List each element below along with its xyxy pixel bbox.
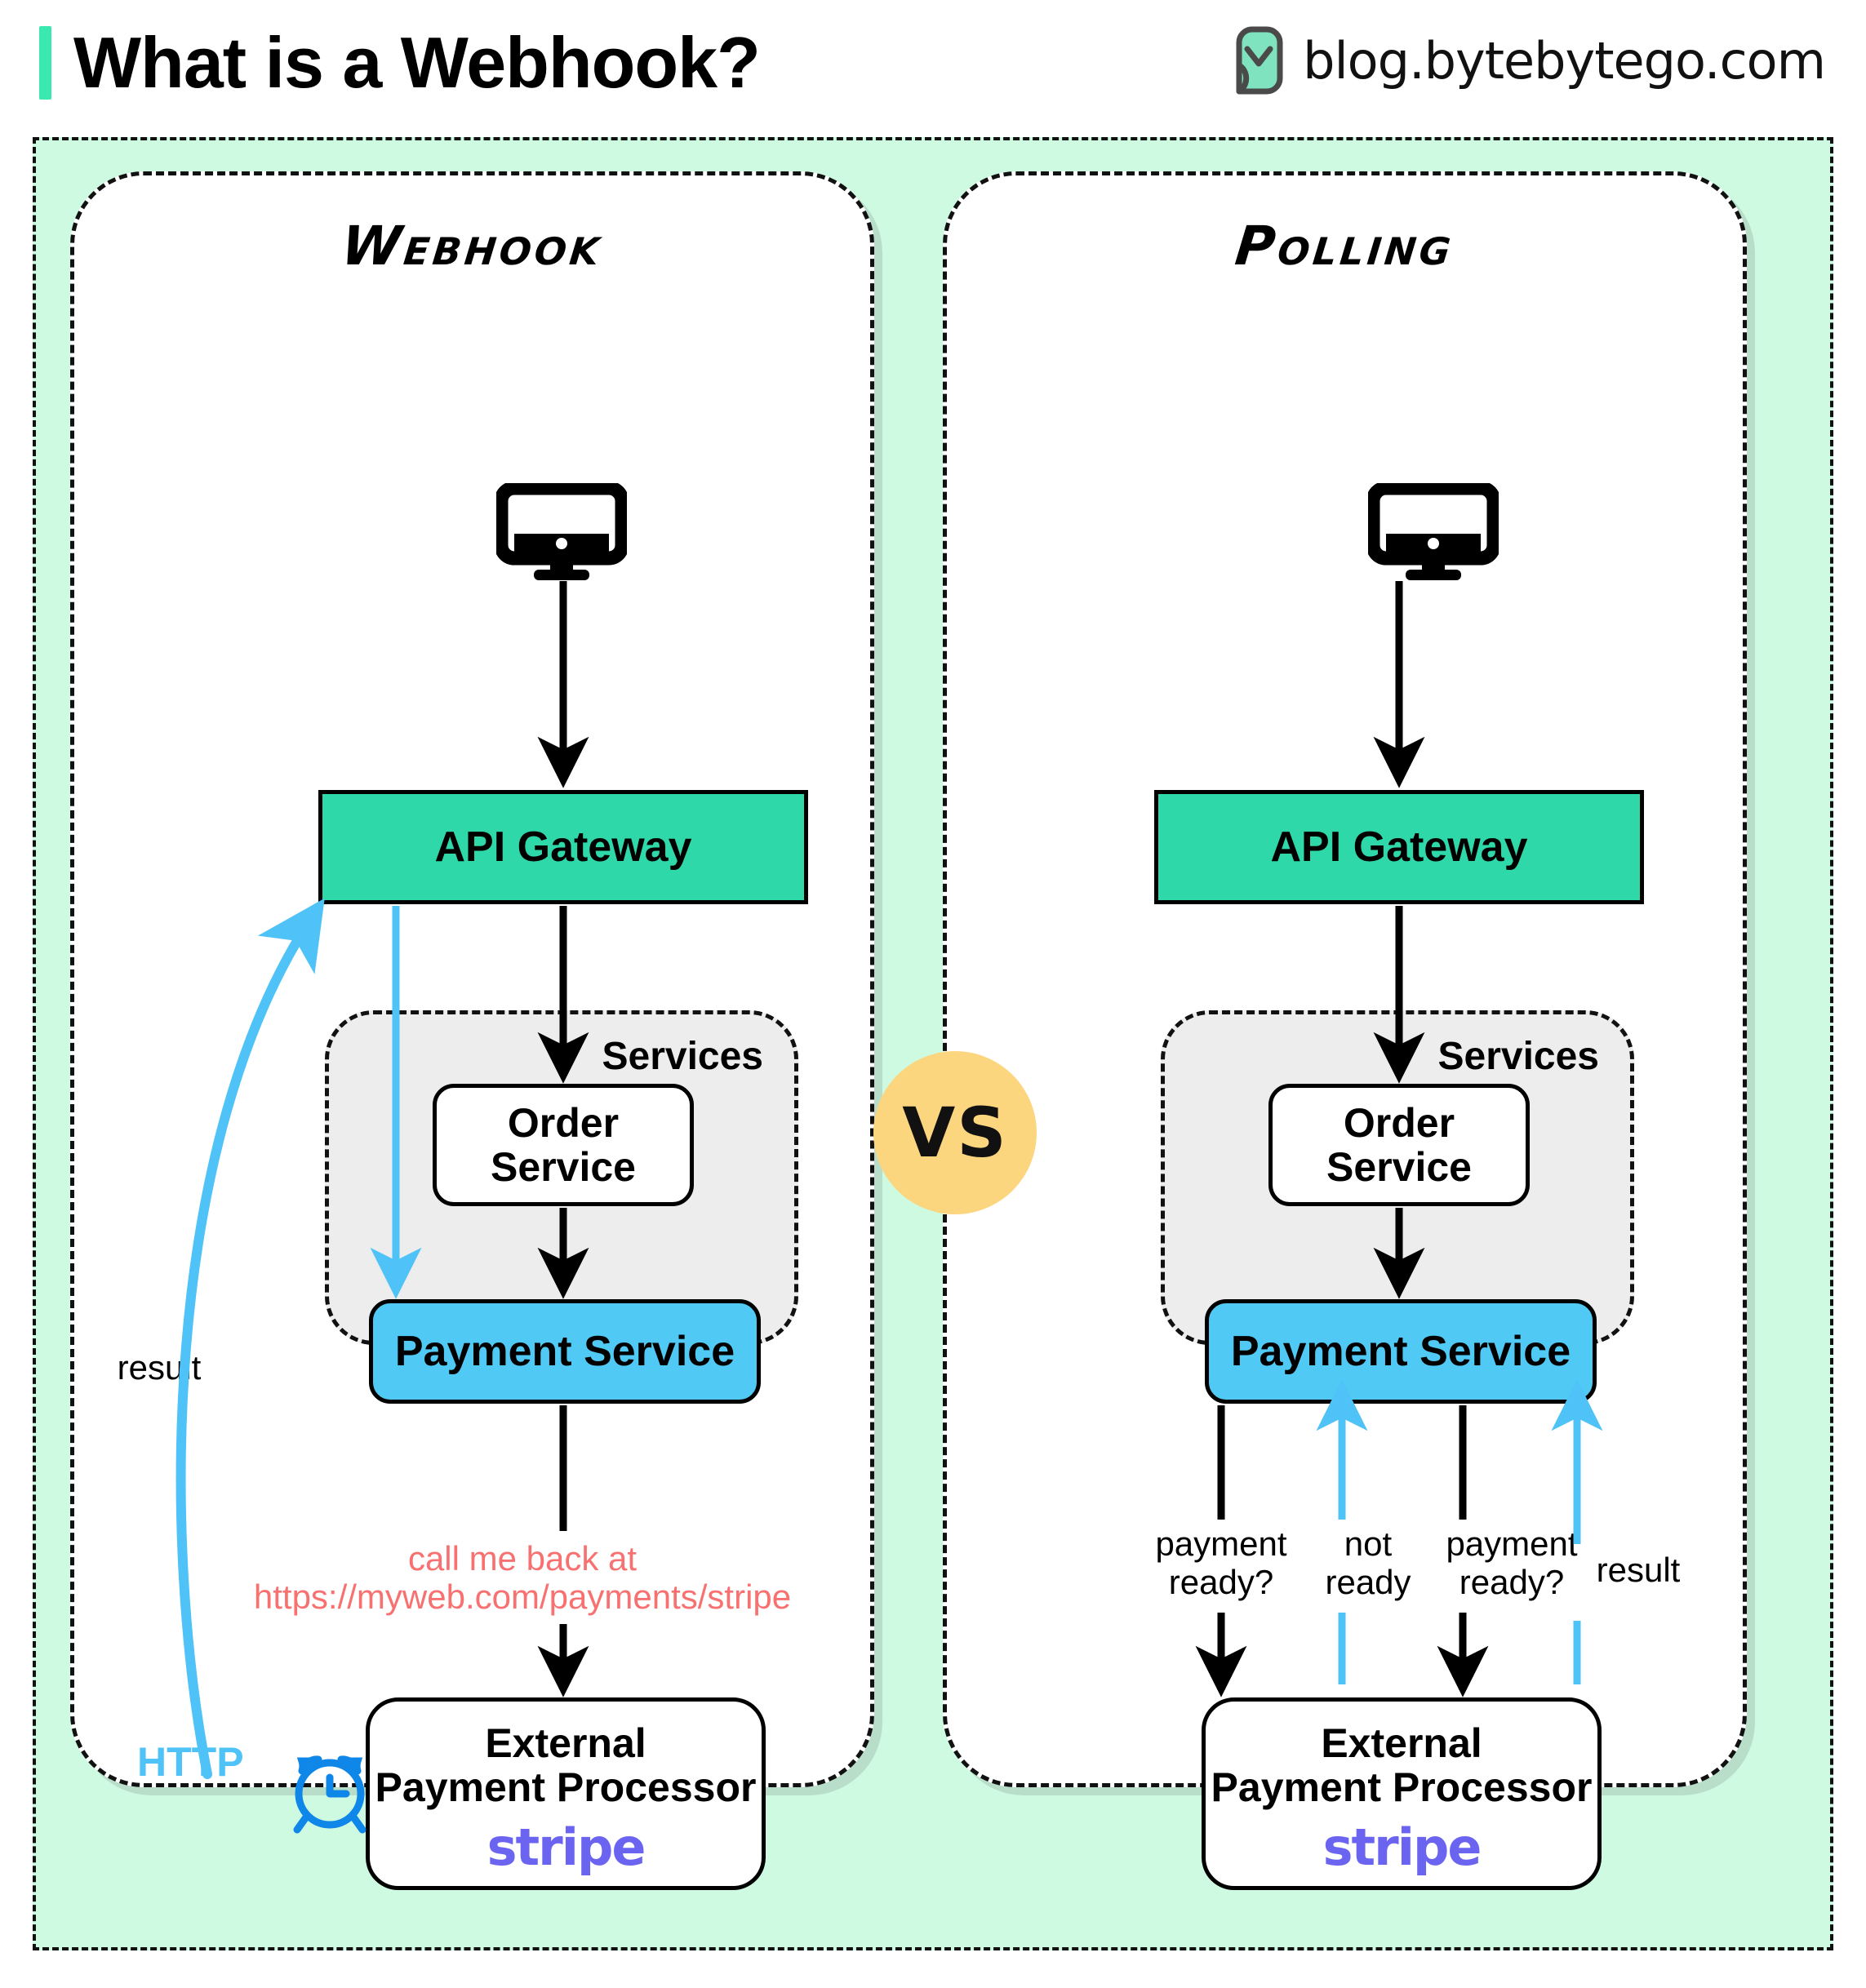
vs-badge: VS [873, 1051, 1037, 1214]
order-service-line2: Service [491, 1144, 636, 1190]
services-label-webhook: Services [602, 1035, 763, 1078]
poll2-line1: payment [1446, 1524, 1578, 1563]
external-payment-processor-webhook[interactable]: External Payment Processor stripe [366, 1697, 766, 1890]
order-service-line1: Order [1343, 1100, 1455, 1146]
api-gateway-polling[interactable]: API Gateway [1154, 790, 1644, 904]
payment-service-webhook[interactable]: Payment Service [369, 1299, 761, 1404]
title-accent-bar [39, 26, 51, 100]
api-gateway-webhook[interactable]: API Gateway [318, 790, 808, 904]
stripe-logo-webhook: stripe [486, 1817, 646, 1877]
notready-line1: not [1344, 1524, 1393, 1563]
payment-service-polling[interactable]: Payment Service [1205, 1299, 1597, 1404]
not-ready-label: not ready [1303, 1524, 1433, 1601]
epp-line2: Payment Processor [1211, 1764, 1593, 1810]
order-service-line1: Order [507, 1100, 620, 1146]
order-service-line2: Service [1326, 1144, 1472, 1190]
external-payment-processor-polling[interactable]: External Payment Processor stripe [1202, 1697, 1602, 1890]
callback-line1: call me back at [407, 1539, 638, 1578]
bytebytego-logo-icon [1234, 24, 1285, 96]
order-service-webhook[interactable]: Order Service [433, 1084, 694, 1206]
poll1-line2: ready? [1168, 1563, 1274, 1602]
services-label-polling: Services [1437, 1035, 1599, 1078]
panel-webhook-title: Webhook [338, 215, 606, 277]
page-header: What is a Webhook? blog.bytebytego.com [0, 0, 1866, 122]
panel-polling-title: Polling [1232, 215, 1458, 277]
brand-url: blog.bytebytego.com [1303, 30, 1826, 91]
monitor-icon-polling [1366, 481, 1501, 581]
result-label-webhook: result [117, 1348, 202, 1387]
http-label-webhook: HTTP [137, 1739, 244, 1785]
result-label-polling: result [1596, 1551, 1681, 1589]
poll-label-2: payment ready? [1430, 1524, 1593, 1601]
alarm-clock-icon [281, 1740, 379, 1838]
stripe-logo-polling: stripe [1322, 1817, 1482, 1877]
callback-label-webhook: call me back at https://myweb.com/paymen… [237, 1539, 808, 1616]
epp-line2: Payment Processor [375, 1764, 757, 1810]
callback-line2: https://myweb.com/payments/stripe [253, 1578, 792, 1617]
page-title: What is a Webhook? [73, 22, 761, 103]
notready-line2: ready [1325, 1563, 1411, 1602]
poll-label-1: payment ready? [1140, 1524, 1303, 1601]
monitor-icon-webhook [494, 481, 629, 581]
epp-line1: External [485, 1720, 646, 1766]
poll2-line2: ready? [1459, 1563, 1565, 1602]
order-service-polling[interactable]: Order Service [1268, 1084, 1530, 1206]
brand-block: blog.bytebytego.com [1234, 23, 1826, 98]
poll1-line1: payment [1155, 1524, 1287, 1563]
epp-line1: External [1321, 1720, 1482, 1766]
